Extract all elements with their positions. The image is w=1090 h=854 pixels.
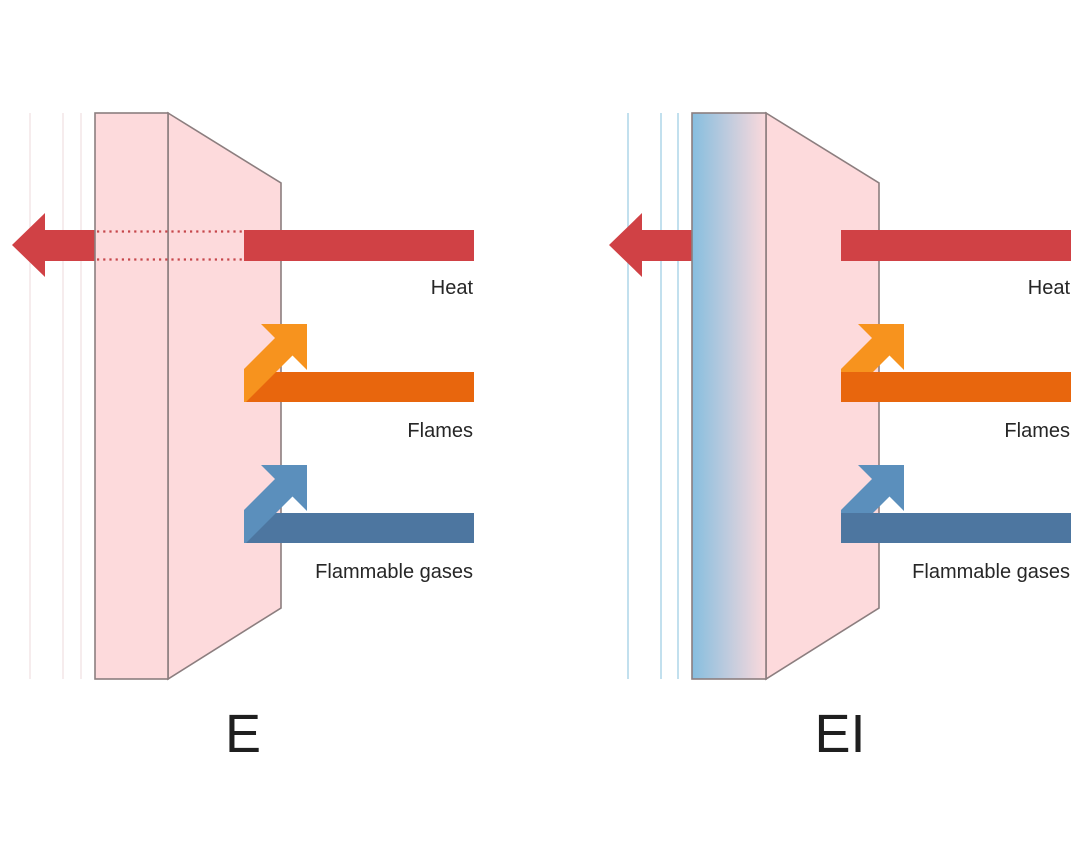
- class-label-ei: EI: [814, 704, 865, 764]
- class-label-e: E: [225, 704, 261, 764]
- gases-label: Flammable gases: [912, 561, 1070, 583]
- heat-label: Heat: [1028, 277, 1071, 299]
- panel-ei: Heat Flames Flammable gases EI: [609, 111, 1071, 764]
- gases-label: Flammable gases: [315, 561, 473, 583]
- gases-arrow: [244, 465, 474, 543]
- flames-label: Flames: [1004, 420, 1070, 442]
- heat-outgoing-arrow: [12, 213, 96, 277]
- gases-arrow: [841, 465, 1071, 543]
- flames-arrow: [841, 324, 1071, 402]
- heat-label: Heat: [431, 277, 474, 299]
- layer-lines: [627, 113, 679, 679]
- layer-lines: [29, 113, 82, 679]
- flames-bar: [841, 372, 1071, 402]
- flames-bar: [244, 372, 474, 402]
- panel-e: Heat Flames Flammable gases E: [12, 111, 474, 764]
- flames-label: Flames: [407, 420, 473, 442]
- insulation-front-face: [691, 112, 767, 680]
- flames-deflect-arrow-icon: [244, 324, 307, 402]
- heat-incoming-bar: [244, 230, 474, 261]
- heat-incoming-bar: [841, 230, 1071, 261]
- heat-outgoing-arrow: [609, 213, 693, 277]
- gases-deflect-arrow-icon: [244, 465, 307, 543]
- gases-bar: [841, 513, 1071, 543]
- flames-arrow: [244, 324, 474, 402]
- wall-front-face: [94, 112, 169, 680]
- gases-bar: [244, 513, 474, 543]
